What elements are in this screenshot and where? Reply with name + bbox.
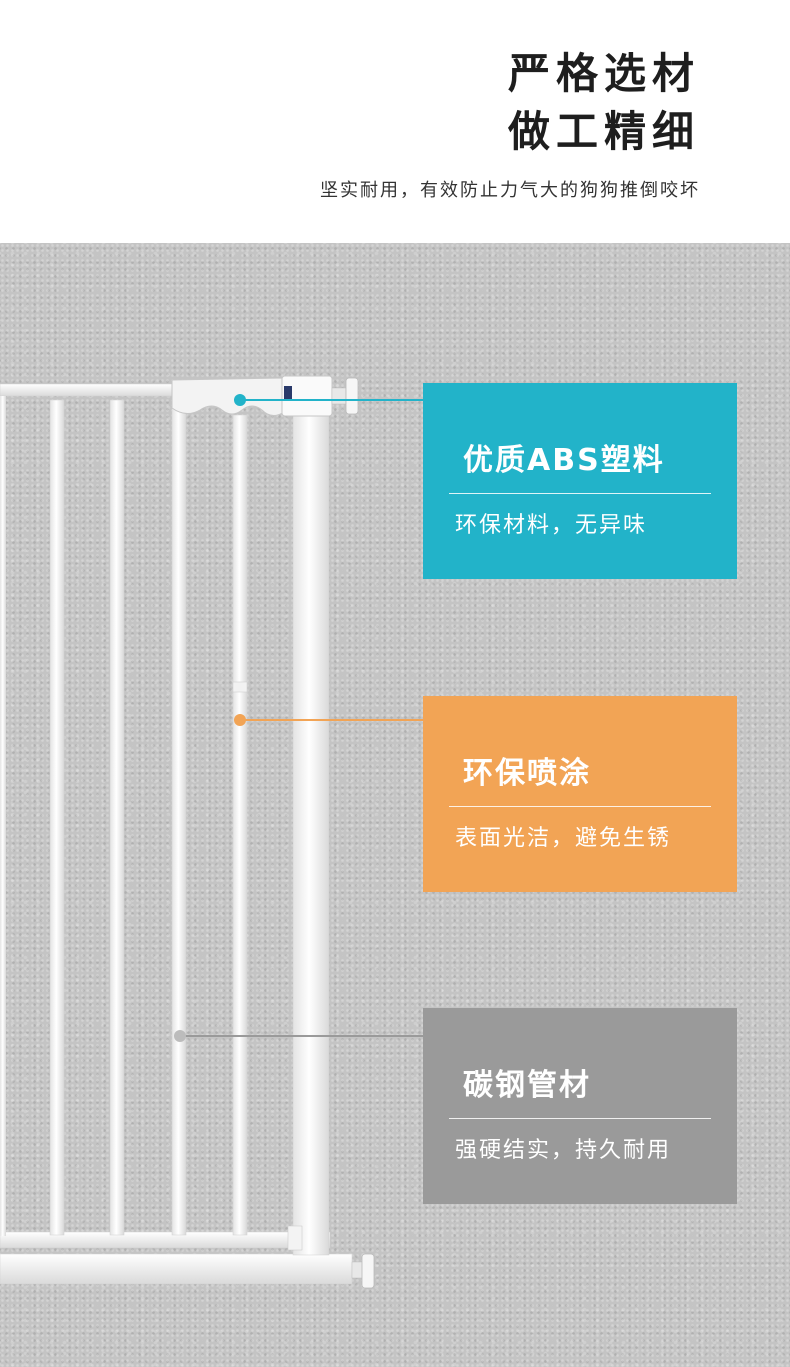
title-line-2: 做工精细 bbox=[507, 107, 700, 156]
gate-bar bbox=[232, 414, 248, 1236]
feature-card-abs: 优质ABS塑料 环保材料，无异味 bbox=[423, 383, 737, 579]
feature-divider bbox=[449, 493, 711, 494]
feature-card-coating: 环保喷涂 表面光洁，避免生锈 bbox=[423, 696, 737, 892]
wall-cup-top bbox=[345, 377, 359, 415]
callout-dot-steel bbox=[174, 1030, 186, 1042]
feature-divider bbox=[449, 806, 711, 807]
feature-title: 环保喷涂 bbox=[463, 756, 591, 791]
bottom-clip bbox=[287, 1225, 303, 1251]
gate-frame-post bbox=[292, 409, 330, 1256]
feature-card-steel: 碳钢管材 强硬结实，持久耐用 bbox=[423, 1008, 737, 1204]
wall-cup-bottom bbox=[361, 1253, 375, 1289]
header: 严格选材 做工精细 坚实耐用，有效防止力气大的狗狗推倒咬坏 bbox=[0, 0, 790, 243]
gate-bar-joint bbox=[232, 681, 248, 693]
feature-card-bg bbox=[423, 383, 737, 579]
abs-handle bbox=[171, 377, 285, 416]
gate-base-bar bbox=[0, 1253, 353, 1285]
latch-button bbox=[284, 386, 292, 400]
gate-bottom-rail bbox=[0, 1231, 331, 1249]
gate-top-rail bbox=[0, 383, 176, 397]
feature-card-bg bbox=[423, 1008, 737, 1204]
feature-desc: 表面光洁，避免生锈 bbox=[455, 826, 672, 851]
gate-bar bbox=[49, 399, 65, 1236]
title-line-1: 严格选材 bbox=[507, 49, 700, 98]
callout-dot-coating bbox=[234, 714, 246, 726]
gate-bar bbox=[109, 399, 125, 1236]
feature-title: 碳钢管材 bbox=[463, 1068, 591, 1103]
feature-divider bbox=[449, 1118, 711, 1119]
callout-dot-abs bbox=[234, 394, 246, 406]
gate-bar bbox=[171, 399, 187, 1236]
subtitle: 坚实耐用，有效防止力气大的狗狗推倒咬坏 bbox=[320, 180, 700, 201]
feature-card-bg bbox=[423, 696, 737, 892]
feature-title: 优质ABS塑料 bbox=[463, 443, 665, 478]
wall-spindle-top bbox=[331, 387, 347, 405]
gate-bar bbox=[0, 396, 6, 1236]
feature-desc: 环保材料，无异味 bbox=[455, 513, 648, 538]
feature-desc: 强硬结实，持久耐用 bbox=[455, 1138, 672, 1163]
